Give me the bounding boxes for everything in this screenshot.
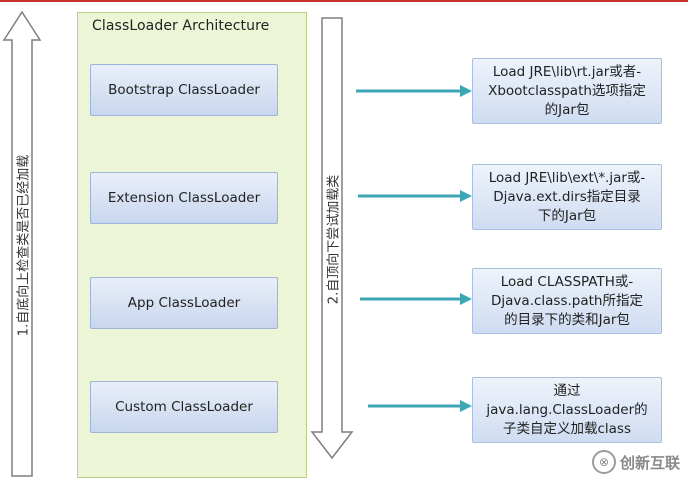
up-arrow-shape <box>2 10 42 477</box>
extension-description: Load JRE\lib\ext\*.jar或- Djava.ext.dirs指… <box>472 164 662 230</box>
connector-1-head <box>460 85 472 97</box>
custom-description: 通过 java.lang.ClassLoader的 子类自定义加载class <box>472 377 662 443</box>
middle-arrow-label: 2.自顶向下尝试加载类 <box>326 174 342 305</box>
app-classloader-box: App ClassLoader <box>90 277 278 329</box>
watermark: ⊗ 创新互联 <box>592 450 680 474</box>
bootstrap-classloader-box: Bootstrap ClassLoader <box>90 64 278 116</box>
connector-arrows <box>356 85 472 412</box>
connector-4-head <box>460 400 472 412</box>
connector-2-head <box>460 190 472 202</box>
bootstrap-description: Load JRE\lib\rt.jar或者- Xbootclasspath选项指… <box>472 58 662 124</box>
connector-3-head <box>460 293 472 305</box>
diagram-title: ClassLoader Architecture <box>92 18 270 34</box>
down-arrow-shape <box>310 17 354 460</box>
left-arrow-label: 1.自底向上检查类是否已经加载 <box>16 154 32 337</box>
extension-classloader-box: Extension ClassLoader <box>90 172 278 224</box>
watermark-text: 创新互联 <box>620 453 681 472</box>
watermark-logo-icon: ⊗ <box>592 450 616 474</box>
custom-classloader-box: Custom ClassLoader <box>90 381 278 433</box>
app-description: Load CLASSPATH或- Djava.class.path所指定 的目录… <box>472 268 662 334</box>
